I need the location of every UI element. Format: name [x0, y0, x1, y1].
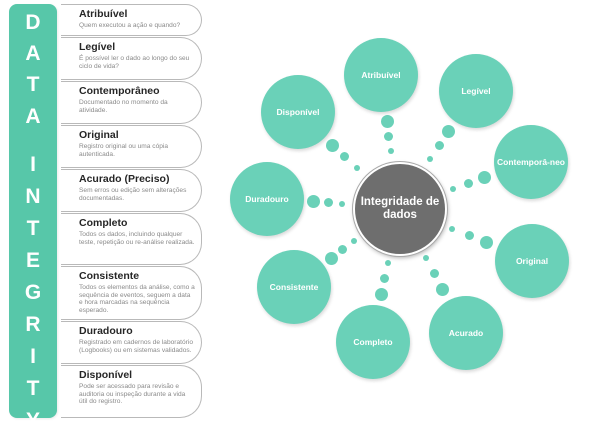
banner-letter: T: [26, 73, 40, 96]
principle-bubble: Acurado: [429, 296, 503, 370]
connector-dot: [464, 231, 474, 241]
principle-item: Legível É possível ler o dado ao longo do…: [61, 37, 202, 80]
connector-dot: [307, 195, 321, 209]
connector-dot: [442, 124, 456, 138]
principle-title: Completo: [79, 217, 128, 229]
principle-description: Registro original ou uma cópia autentica…: [79, 143, 169, 158]
banner-letter: T: [26, 217, 40, 240]
principle-title: Duradouro: [79, 325, 133, 337]
banner-letter: T: [26, 377, 40, 400]
principle-bubble: Original: [495, 224, 569, 298]
principle-bubble: Contemporâ-neo: [494, 125, 568, 199]
center-hub-label: Integridade de dados: [360, 196, 440, 221]
banner-letter: A: [25, 105, 41, 128]
banner-letter: Y: [25, 409, 40, 432]
principle-title: Contemporâneo: [79, 85, 160, 97]
principle-bubble: Consistente: [257, 250, 331, 324]
principle-bubble-label: Disponível: [276, 107, 320, 117]
principle-title: Original: [79, 129, 119, 141]
principle-bubble-label: Contemporâ-neo: [497, 157, 565, 167]
principle-bubble-label: Acurado: [448, 328, 484, 338]
principle-bubble: Disponível: [261, 75, 335, 149]
connector-dot: [384, 260, 391, 267]
connector-dot: [323, 198, 333, 208]
principle-bubble: Atribuível: [344, 38, 418, 112]
principle-description: Todos os dados, incluindo qualquer teste…: [79, 231, 195, 246]
connector-dot: [353, 164, 360, 171]
connector-dot: [449, 185, 456, 192]
banner-letter: I: [30, 345, 36, 368]
connector-dot: [339, 200, 346, 207]
principle-bubble-label: Legível: [461, 86, 491, 96]
connector-dot: [422, 255, 429, 262]
principle-description: Registrado em cadernos de laboratório (L…: [79, 339, 193, 354]
principle-bubble: Legível: [439, 54, 513, 128]
connector-dot: [380, 274, 390, 284]
principle-description: Todos os elementos da análise, como a se…: [79, 284, 195, 314]
connector-dot: [340, 151, 350, 161]
connector-dot: [427, 156, 434, 163]
banner-letter: D: [25, 11, 41, 34]
connector-dot: [479, 236, 493, 250]
connector-dot: [449, 225, 456, 232]
principle-title: Legível: [79, 41, 116, 53]
banner-letter: N: [25, 185, 41, 208]
principle-description: Documentado no momento da atividade.: [79, 99, 168, 114]
connector-dot: [429, 269, 439, 279]
connector-dot: [384, 132, 394, 142]
principle-title: Consistente: [79, 270, 140, 282]
connector-dot: [337, 245, 347, 255]
principle-bubble-label: Consistente: [269, 282, 319, 292]
connector-dot: [324, 251, 338, 265]
principle-item: Acurado (Preciso) Sem erros ou edição sem…: [61, 169, 202, 212]
connector-dot: [326, 138, 340, 152]
principle-title: Disponível: [79, 369, 133, 381]
connector-dot: [436, 283, 450, 297]
principle-bubble-label: Original: [515, 256, 549, 266]
connector-dot: [435, 140, 444, 150]
principle-description: Sem erros ou edição sem alterações docum…: [79, 187, 187, 202]
principle-bubble: Completo: [336, 305, 410, 379]
connector-dot: [380, 115, 394, 129]
banner-letter: I: [30, 153, 36, 176]
banner-letter: R: [25, 313, 41, 336]
data-integrity-center-hub: Integridade de dados: [353, 162, 447, 256]
connector-dot: [478, 171, 492, 185]
principle-bubble-label: Completo: [353, 337, 393, 347]
connector-dot: [375, 288, 389, 302]
connector-dot: [464, 178, 474, 188]
principle-title: Acurado (Preciso): [79, 173, 170, 185]
principle-title: Atribuível: [79, 8, 128, 20]
principle-description: É possível ler o dado ao longo do seu ci…: [79, 55, 190, 70]
banner-letter: A: [25, 42, 41, 65]
connector-dot: [350, 238, 357, 245]
principle-description: Quem executou a ação e quando?: [79, 22, 181, 29]
principle-bubble-label: Duradouro: [245, 194, 289, 204]
connector-dot: [387, 148, 394, 155]
banner-letter: G: [24, 281, 42, 304]
principle-bubble: Duradouro: [230, 162, 304, 236]
principle-description: Pode ser acessado para revisão e auditor…: [79, 383, 186, 406]
principle-bubble-label: Atribuível: [361, 70, 401, 80]
banner-letter: E: [25, 249, 40, 272]
